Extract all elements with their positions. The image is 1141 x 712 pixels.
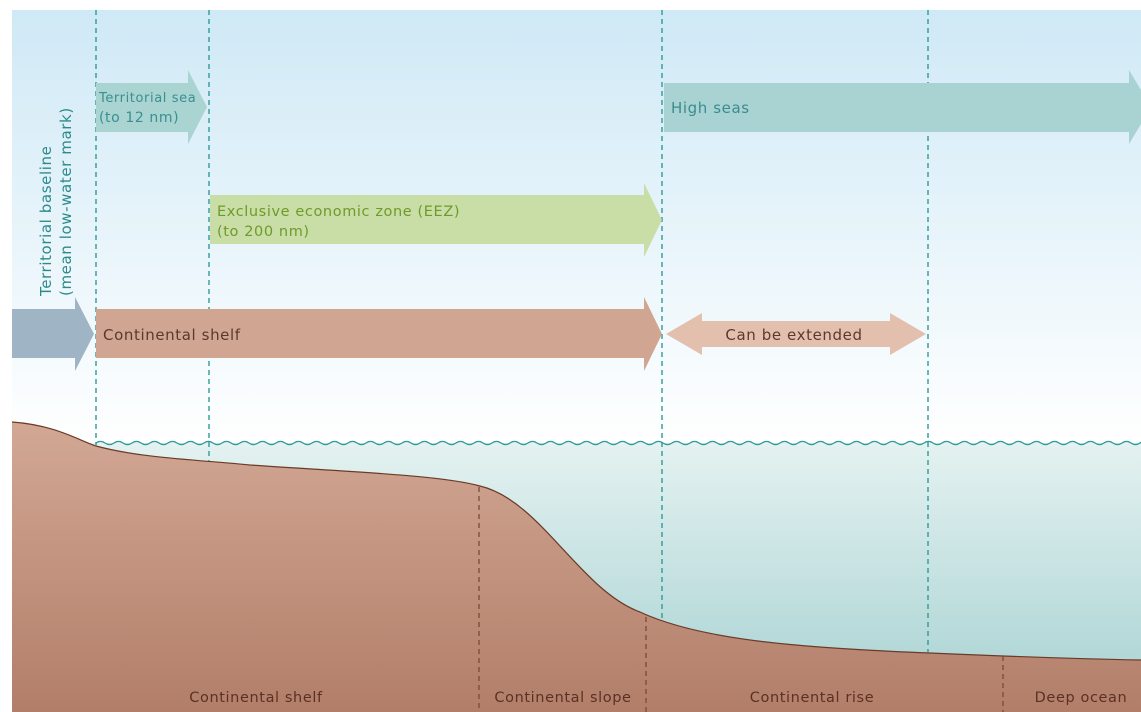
seabed-dividers	[478, 487, 1004, 712]
sea-surface-wave	[95, 440, 1141, 446]
eez-label-line2: (to 200 nm)	[217, 224, 310, 240]
seabed-label-slope: Continental slope	[494, 690, 631, 706]
baseline-arrow	[12, 297, 94, 371]
eez-label-line1: Exclusive economic zone (EEZ)	[217, 204, 460, 220]
territorial-sea-arrow	[96, 70, 207, 144]
territorial-sea-label-line1: Territorial sea	[98, 91, 196, 106]
zone-boundaries	[95, 10, 929, 652]
can-be-extended-label: Can be extended	[725, 326, 862, 344]
can-be-extended-arrow	[666, 313, 926, 355]
seabed-outline	[11, 421, 1141, 661]
seabed-land	[12, 422, 1141, 712]
continental-shelf-zone-label: Continental shelf	[103, 326, 241, 344]
territorial-sea-label-line2: (to 12 nm)	[99, 110, 179, 126]
baseline-label-line2: (mean low-water mark)	[57, 107, 75, 296]
high-seas-arrow	[664, 70, 1141, 144]
seabed-label-rise: Continental rise	[750, 690, 874, 706]
eez-arrow	[210, 183, 662, 257]
high-seas-label: High seas	[671, 99, 750, 117]
continental-shelf-arrow	[96, 297, 662, 371]
seabed-label-deep: Deep ocean	[1035, 690, 1128, 706]
baseline-label-line1: Territorial baseline	[37, 146, 55, 297]
seabed-label-shelf: Continental shelf	[189, 690, 323, 706]
